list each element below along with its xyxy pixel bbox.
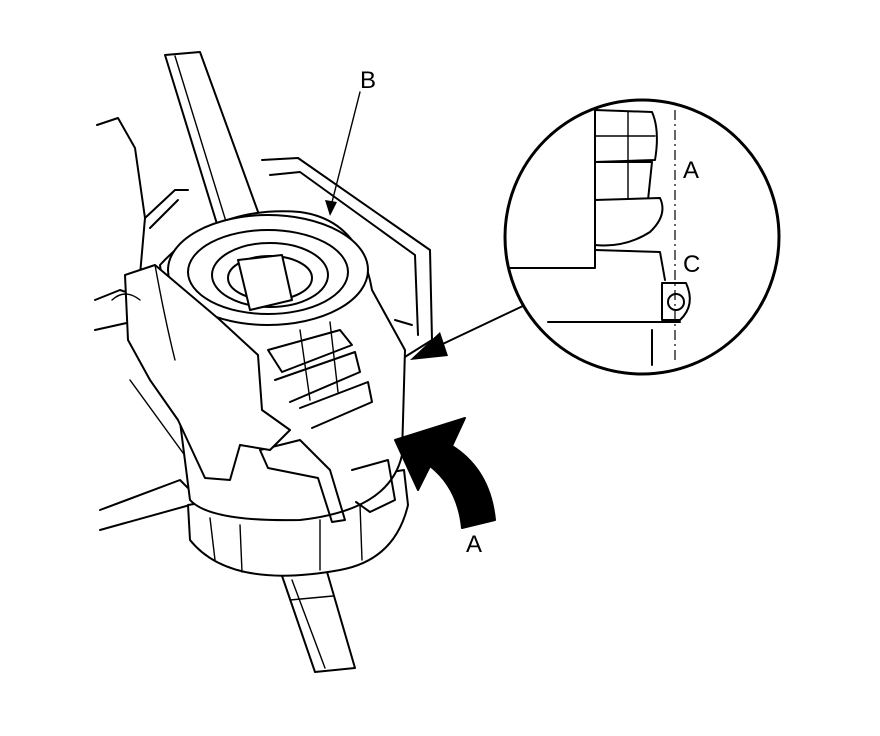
detail-view: A C — [503, 98, 781, 376]
callout-b: B — [325, 67, 376, 216]
cable-rod-lower — [279, 564, 356, 673]
label-b: B — [360, 67, 376, 94]
detail-pointer-arrow — [410, 304, 526, 360]
rotation-arrow: A — [394, 417, 496, 558]
label-a-detail: A — [683, 157, 699, 184]
label-a-main: A — [466, 531, 482, 558]
label-c-detail: C — [683, 251, 700, 278]
bushing-assembly — [111, 210, 409, 577]
